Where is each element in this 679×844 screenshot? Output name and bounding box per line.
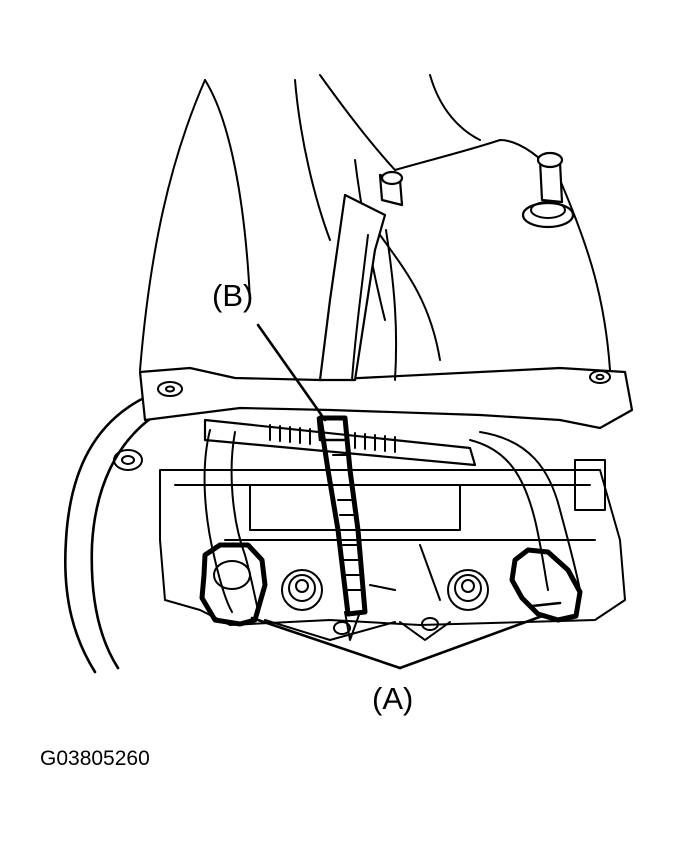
bolt-right (447, 569, 489, 611)
figure-code: G03805260 (40, 747, 150, 770)
leader-lines (250, 323, 547, 670)
hose-a-right (469, 431, 583, 623)
sensor-stud (521, 151, 575, 229)
lower-block (113, 449, 626, 626)
lower-lugs (264, 611, 451, 641)
fuel-rail (203, 418, 477, 467)
left-large-hose (64, 393, 162, 674)
callout-a-label: (A) (372, 681, 414, 716)
central-tube (318, 193, 398, 382)
bolt-left (281, 569, 323, 611)
callout-b-label: (B) (212, 278, 254, 313)
hose-a-left (199, 429, 268, 627)
clamp-b (316, 415, 368, 617)
intake-manifold (138, 74, 634, 430)
top-small-pipe (378, 170, 404, 207)
